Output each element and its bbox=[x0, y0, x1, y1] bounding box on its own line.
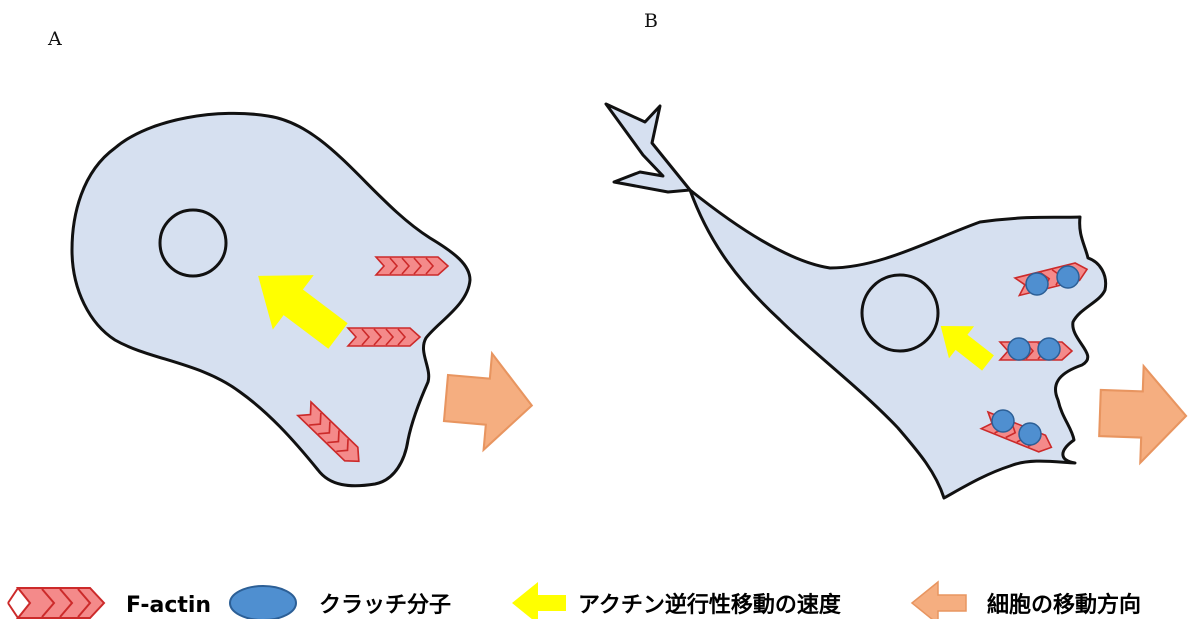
clutch-molecule-b3 bbox=[1008, 338, 1030, 360]
legend-label-migration: 細胞の移動方向 bbox=[987, 592, 1141, 618]
clutch-molecule-icon bbox=[230, 586, 296, 619]
legend-label-clutch: クラッチ分子 bbox=[319, 593, 451, 618]
clutch-molecule-b6 bbox=[1019, 423, 1041, 445]
panel-label-b: B bbox=[644, 10, 658, 32]
clutch-molecule-b1 bbox=[1026, 273, 1048, 295]
legend-item-clutch: クラッチ分子 bbox=[230, 586, 451, 619]
panel-b bbox=[606, 104, 1188, 498]
legend-item-retrograde: アクチン逆行性移動の速度 bbox=[512, 582, 842, 619]
panel-label-a: A bbox=[47, 28, 62, 50]
migration-arrow-b bbox=[1098, 365, 1187, 465]
yellow-arrow-icon bbox=[512, 582, 566, 619]
legend-item-migration: 細胞の移動方向 bbox=[912, 582, 1141, 619]
panel-a bbox=[72, 113, 536, 485]
f-actin-a2 bbox=[348, 328, 420, 346]
legend-label-retrograde: アクチン逆行性移動の速度 bbox=[578, 592, 842, 618]
migration-arrow-a bbox=[442, 350, 536, 454]
orange-arrow-icon bbox=[912, 582, 966, 619]
legend: F-actin クラッチ分子 アクチン逆行性移動の速度 細胞の移動方向 bbox=[8, 582, 1141, 619]
f-actin-chevron-icon bbox=[8, 588, 104, 618]
clutch-molecule-b4 bbox=[1038, 338, 1060, 360]
legend-label-factin: F-actin bbox=[126, 593, 211, 618]
legend-item-factin: F-actin bbox=[8, 588, 211, 618]
f-actin-a1 bbox=[376, 257, 448, 275]
clutch-molecule-b5 bbox=[992, 410, 1014, 432]
clutch-molecule-b2 bbox=[1057, 266, 1079, 288]
